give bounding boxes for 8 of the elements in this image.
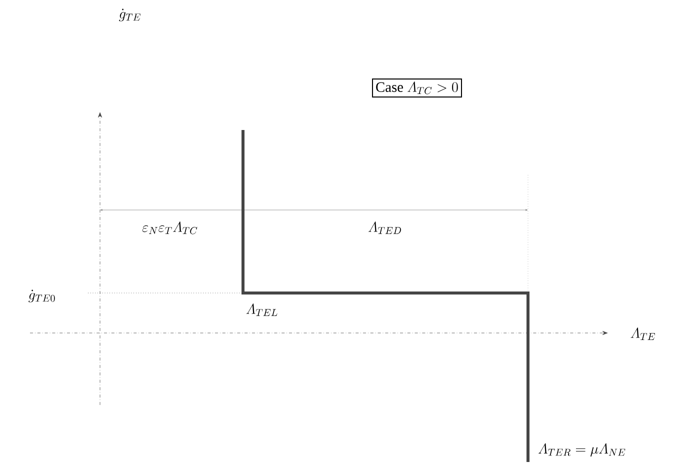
dimension-label: $\varepsilon_N \varepsilon_T \varLambda_{TC}$ xyxy=(142,222,198,234)
dimension-label: $\varLambda_{TED}$ xyxy=(368,222,401,234)
point-label: $\varLambda_{TEL}$ xyxy=(246,304,278,316)
axis-label: $\varLambda_{TE}$ xyxy=(630,328,655,340)
case-box: $\mbox{Case } \varLambda_{TC} > 0$ xyxy=(372,78,462,98)
axis-label: $\dot{g}_{TE}$ xyxy=(119,8,140,22)
point-label: $\varLambda_{TER} = \mu \varLambda_{NE}$ xyxy=(538,443,626,457)
tick-label: $\dot{g}_{TE0}$ xyxy=(28,290,55,302)
